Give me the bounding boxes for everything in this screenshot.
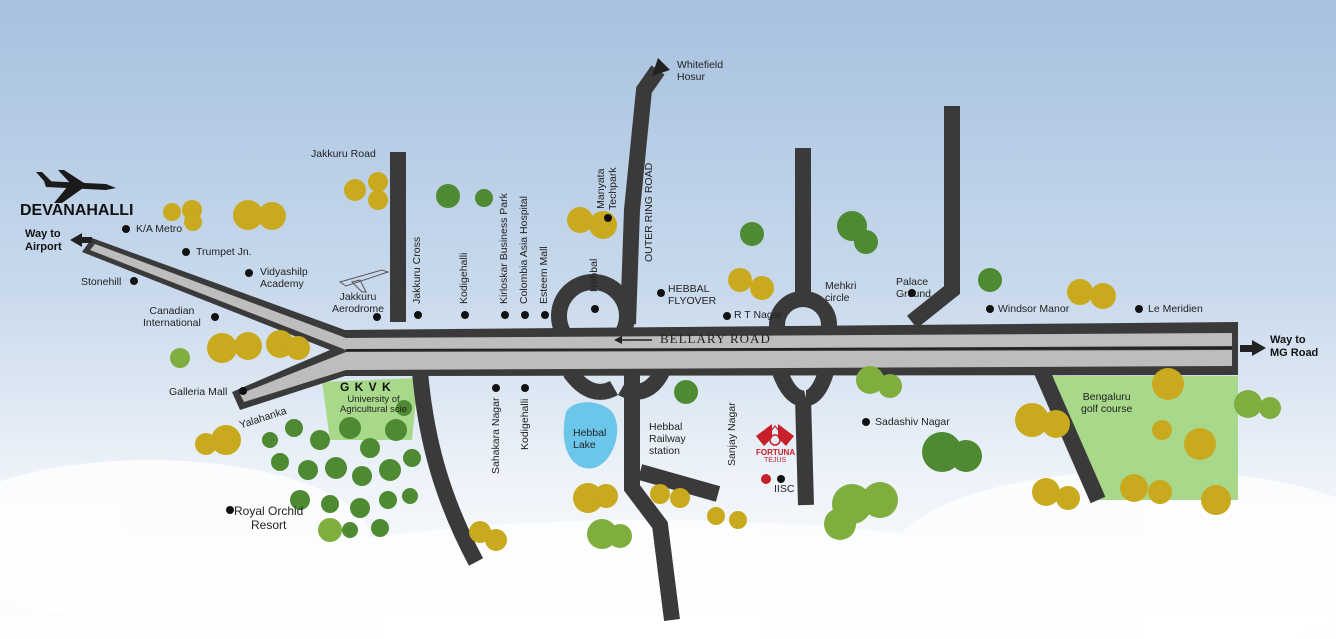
palace-ground-dot [908,289,916,297]
arrow-right-icon [1240,340,1266,356]
outer-ring-road-label: OUTER RING ROAD [643,162,655,262]
hebbal-top-dot [591,305,599,313]
trumpet-dot [182,248,190,256]
kirloskar-label: Kirloskar Business Park [498,193,510,304]
stonehill-dot [130,277,138,285]
vidyashilp-label: Vidyashilp Academy [260,266,308,290]
bellary-road-upper-lane [90,244,1232,350]
galleria-label: Galleria Mall [169,386,228,398]
way-to-airport-label: Way to Airport [25,228,62,253]
hebbal-lake-label: Hebbal Lake [573,427,607,451]
university-label: University of Agricultural scie [340,394,408,415]
bellary-road-label: BELLARY ROAD [660,331,771,346]
iisc-dot [777,475,785,483]
canadian-label: Canadian International [143,305,201,329]
road-divider [345,347,1233,351]
manyata-label: Manyata Techpark [595,167,619,210]
aerodrome-dot [373,313,381,321]
trumpet-label: Trumpet Jn. [196,246,252,258]
rt-nagar-dot [723,312,731,320]
kodigehalli-bottom-label: Kodigehalli [519,398,531,450]
canadian-dot [211,313,219,321]
devanahalli-title: DEVANAHALLI [20,202,134,219]
arrow-up-icon [652,58,670,76]
jakkuru-aerodrome-label: Jakkuru Aerodrome [332,291,384,315]
fortuna-location-marker [761,474,771,484]
fortuna-brand-label: FORTUNA [756,448,796,457]
windsor-label: Windsor Manor [998,303,1070,315]
sahakara-label: Sahakara Nagar [490,397,502,474]
royal-orchid-label: Royal Orchid Resort [234,504,304,532]
hebbal-lake-water [563,402,618,469]
jakkuru-cross-dot [414,311,422,319]
kodigehalli-top-dot [461,311,469,319]
kodigehalli-top-label: Kodigehalli [458,252,470,304]
royal-orchid-dot [226,506,234,514]
ka-metro-dot [122,225,130,233]
fortuna-brand-sub: TEJUS [764,457,787,464]
hebbal-railway-label: Hebbal Railway station [649,421,686,457]
sadashiv-label: Sadashiv Nagar [875,416,950,428]
rt-nagar-label: R T Nagar [734,309,783,321]
columbia-asia-label: Colombia Asia Hospital [518,196,530,304]
hebbal-top-label: Hebbal [588,258,600,292]
mehkri-circle-label: Mehkri circle [825,280,857,304]
hebbal-flyover-label: HEBBAL FLYOVER [668,283,717,307]
sahakara-dot [492,384,500,392]
bellary-road-arrow [614,336,652,344]
windsor-dot [986,305,994,313]
airplane-icon [36,170,116,203]
gkvk-label: G K V K [340,380,392,394]
hebbal-flyover-dot [657,289,665,297]
kodigehalli-bottom-dot [521,384,529,392]
bellary-road-lower-lane [240,350,1232,402]
golf-course-area [1048,376,1238,500]
stonehill-label: Stonehill [81,276,122,288]
golf-course-label: Bengaluru golf course [1081,391,1133,415]
aerodrome-plane-icon [338,269,390,293]
whitefield-hosur-label: Whitefield Hosur [677,59,724,83]
galleria-dot [239,387,247,395]
manyata-dot [604,214,612,222]
esteem-mall-dot [541,311,549,319]
meridien-label: Le Meridien [1148,303,1203,315]
columbia-asia-dot [521,311,529,319]
sadashiv-dot [862,418,870,426]
trees [163,172,1281,551]
fortuna-logo [756,424,794,446]
esteem-mall-label: Esteem Mall [538,246,550,304]
way-to-mg-road-label: Way to MG Road [1270,334,1319,359]
vidyashilp-dot [245,269,253,277]
iisc-label: IISC [774,483,795,495]
jakkuru-cross-label: Jakkuru Cross [411,236,423,304]
jakkuru-road-label: Jakkuru Road [311,148,376,160]
kirloskar-dot [501,311,509,319]
arrow-left-icon [70,233,92,247]
sanjay-nagar-label: Sanjay Nagar [726,402,738,466]
ka-metro-label: K/A Metro [136,223,183,235]
meridien-dot [1135,305,1143,313]
